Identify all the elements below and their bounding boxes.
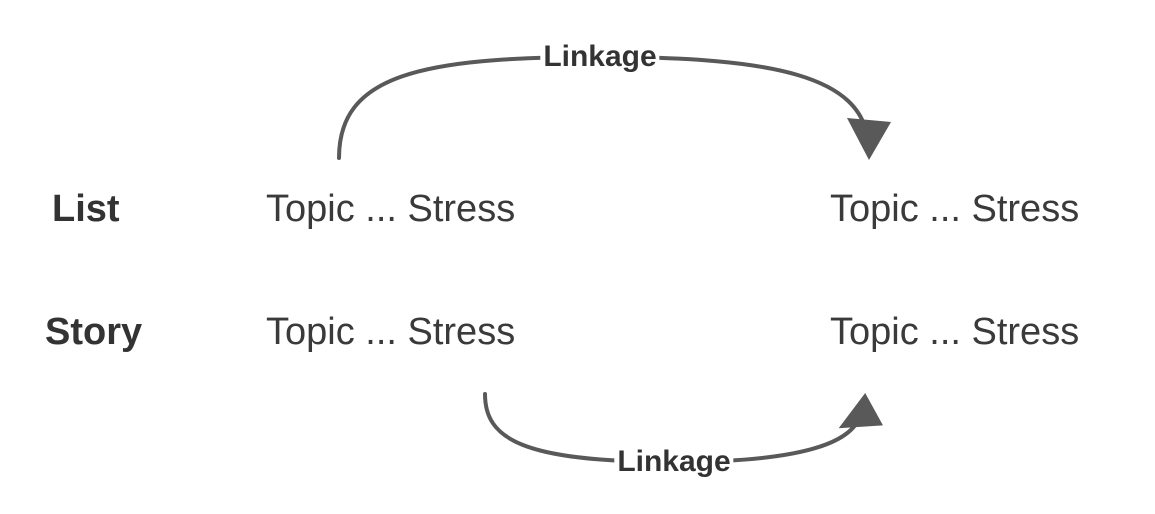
cell-story-left: Topic ... Stress <box>266 311 516 353</box>
cell-list-right: Topic ... Stress <box>830 188 1080 230</box>
cell-list-left: Topic ... Stress <box>266 188 516 230</box>
top-linkage-arrowhead <box>847 118 891 160</box>
row-label-story: Story <box>45 311 143 353</box>
edge-label-bottom-linkage: Linkage <box>614 447 734 477</box>
cell-story-right: Topic ... Stress <box>830 311 1080 353</box>
row-label-list: List <box>52 188 120 230</box>
edge-label-top-linkage: Linkage <box>540 42 660 72</box>
bottom-linkage-arrowhead <box>838 393 883 429</box>
